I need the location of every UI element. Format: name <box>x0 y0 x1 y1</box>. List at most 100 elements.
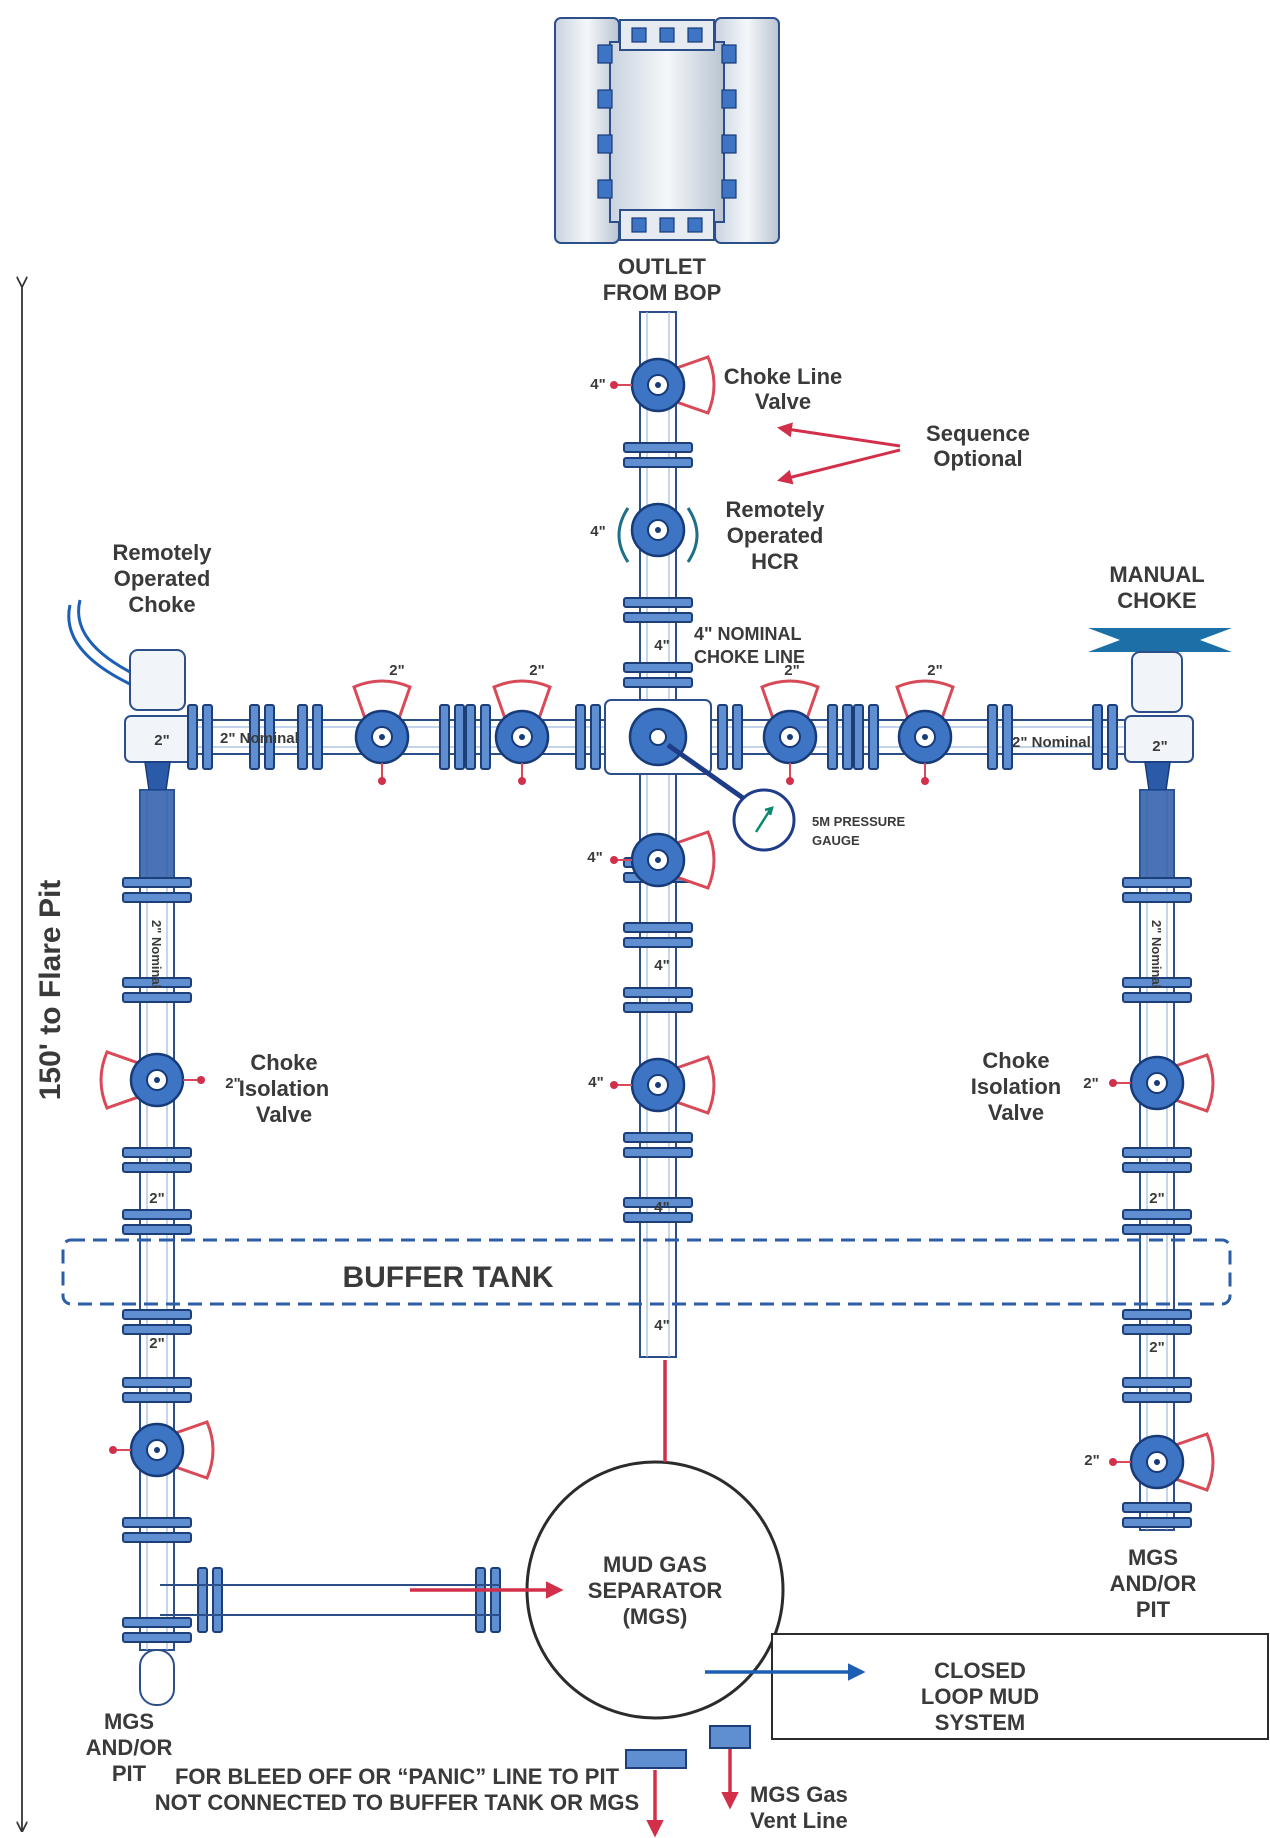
bleed-label-1: FOR BLEED OFF OR “PANIC” LINE TO PIT <box>175 1764 620 1789</box>
nominal-choke-line-label-1: 4" NOMINAL <box>694 624 802 644</box>
flange-icon <box>987 704 1013 770</box>
pipe-size-tag: 4" <box>654 637 669 654</box>
mgs-pit-left-label-2: AND/OR <box>86 1735 173 1760</box>
pipe-size-tag: 2" <box>149 1335 164 1352</box>
left-line-end-cap <box>139 1649 175 1706</box>
gauge-label-1: 5M PRESSURE <box>812 814 906 829</box>
closed-loop-label-2: LOOP MUD <box>921 1684 1039 1709</box>
mgs-label-1: MUD GAS <box>603 1552 707 1577</box>
flange-icon <box>197 1567 223 1633</box>
mgs-label-2: SEPARATOR <box>588 1578 723 1603</box>
gate-valve-icon <box>610 1055 716 1115</box>
gate-valve-icon <box>109 1420 215 1480</box>
closed-loop-label-1: CLOSED <box>934 1658 1026 1683</box>
mgs-pit-left-label-3: PIT <box>112 1761 147 1786</box>
gauge-label-2: GAUGE <box>812 833 860 848</box>
flange-icon <box>187 704 213 770</box>
sequence-arrow-upper <box>777 422 901 448</box>
hcr-label-1: Remotely <box>725 497 825 522</box>
pressure-gauge-icon <box>732 788 796 852</box>
manual-choke-label-2: CHOKE <box>1117 588 1196 613</box>
flange-icon <box>122 1377 192 1403</box>
flange-icon <box>1092 704 1118 770</box>
gate-valve-icon <box>610 830 716 890</box>
flange-icon <box>122 977 192 1003</box>
pipe-size-tag: 4" <box>588 1074 603 1091</box>
pipe-size-tag: 4" <box>654 1317 669 1334</box>
mgs-label-3: (MGS) <box>623 1604 688 1629</box>
flange-icon <box>827 704 853 770</box>
bleed-flange-icon <box>625 1749 687 1769</box>
hcr-actuator-left <box>617 507 630 563</box>
pipe-size-tag: 2" <box>225 1075 240 1092</box>
flange-icon <box>1122 1502 1192 1528</box>
closed-loop-box <box>771 1633 1269 1740</box>
hcr-label-2: Operated <box>727 523 824 548</box>
gate-valve-icon <box>352 679 412 785</box>
flange-icon <box>623 597 693 623</box>
flange-icon <box>623 922 693 948</box>
sequence-label-2: Optional <box>933 446 1022 471</box>
gate-valve-icon <box>760 679 820 785</box>
remote-choke-icon <box>67 599 194 880</box>
flange-icon <box>122 877 192 903</box>
sequence-label-1: Sequence <box>926 421 1030 446</box>
flare-pit-label: 150' to Flare Pit <box>34 880 67 1101</box>
outlet-label-2: FROM BOP <box>603 280 722 305</box>
iso-left-label-3: Valve <box>256 1102 312 1127</box>
gate-valve-icon <box>1109 1053 1215 1113</box>
outlet-label-1: OUTLET <box>618 254 707 279</box>
flange-icon <box>439 704 465 770</box>
sequence-arrow-lower <box>777 448 901 485</box>
pipe-size-tag: 2" <box>149 1190 164 1207</box>
iso-left-label-1: Choke <box>250 1050 317 1075</box>
gas-vent-flange-icon <box>709 1725 751 1749</box>
pipe-size-tag: 2" <box>389 662 404 679</box>
pipe-size-tag: 2" <box>1084 1452 1099 1469</box>
flange-icon <box>623 1197 693 1223</box>
gate-valve-icon <box>610 355 716 415</box>
flange-icon <box>853 704 879 770</box>
flange-icon <box>465 704 491 770</box>
pipe-size-tag: 2" <box>529 662 544 679</box>
flange-icon <box>575 704 601 770</box>
flange-icon <box>122 1617 192 1643</box>
flange-icon <box>1122 1209 1192 1235</box>
remote-choke-label-2: Operated <box>114 566 211 591</box>
flange-icon <box>717 704 743 770</box>
right-choke-leg <box>1139 789 1175 1531</box>
remote-choke-label-1: Remotely <box>112 540 212 565</box>
pipe-size-tag: 4" <box>654 957 669 974</box>
choke-line-valve-label-1: Choke Line <box>724 364 843 389</box>
iso-left-label-2: Isolation <box>239 1076 329 1101</box>
remote-choke-label-3: Choke <box>128 592 195 617</box>
bop-stack-icon <box>554 17 780 244</box>
iso-right-label-2: Isolation <box>971 1074 1061 1099</box>
mgs-pit-left-label-1: MGS <box>104 1709 154 1734</box>
flange-icon <box>1122 877 1192 903</box>
gate-valve-icon <box>99 1050 205 1110</box>
gas-vent-label-1: MGS Gas <box>750 1782 848 1807</box>
flange-icon <box>122 1209 192 1235</box>
manual-choke-label-1: MANUAL <box>1109 562 1204 587</box>
pipe-size-tag: 4" <box>590 523 605 540</box>
pipe-size-tag: 4" <box>590 376 605 393</box>
mgs-pit-right-label-2: AND/OR <box>1110 1571 1197 1596</box>
nominal-right-header-label: 2" Nominal <box>1012 734 1091 751</box>
valve-icon-group <box>99 355 1215 1492</box>
nominal-choke-line-label-2: CHOKE LINE <box>694 647 805 667</box>
closed-loop-label-3: SYSTEM <box>935 1710 1025 1735</box>
flange-icon <box>122 1309 192 1335</box>
choke-line-valve-label-2: Valve <box>755 389 811 414</box>
buffer-tank-label: BUFFER TANK <box>342 1261 553 1294</box>
flange-icon <box>1122 1147 1192 1173</box>
pipe-size-tag: 4" <box>654 1199 669 1216</box>
manual-choke-size: 2" <box>1152 738 1167 755</box>
flange-icon <box>623 1132 693 1158</box>
iso-right-label-3: Valve <box>988 1100 1044 1125</box>
mgs-pit-right-label-3: PIT <box>1136 1597 1171 1622</box>
flange-icon <box>475 1567 501 1633</box>
flange-icon <box>1122 977 1192 1003</box>
pipe-size-tag: 2" <box>784 662 799 679</box>
